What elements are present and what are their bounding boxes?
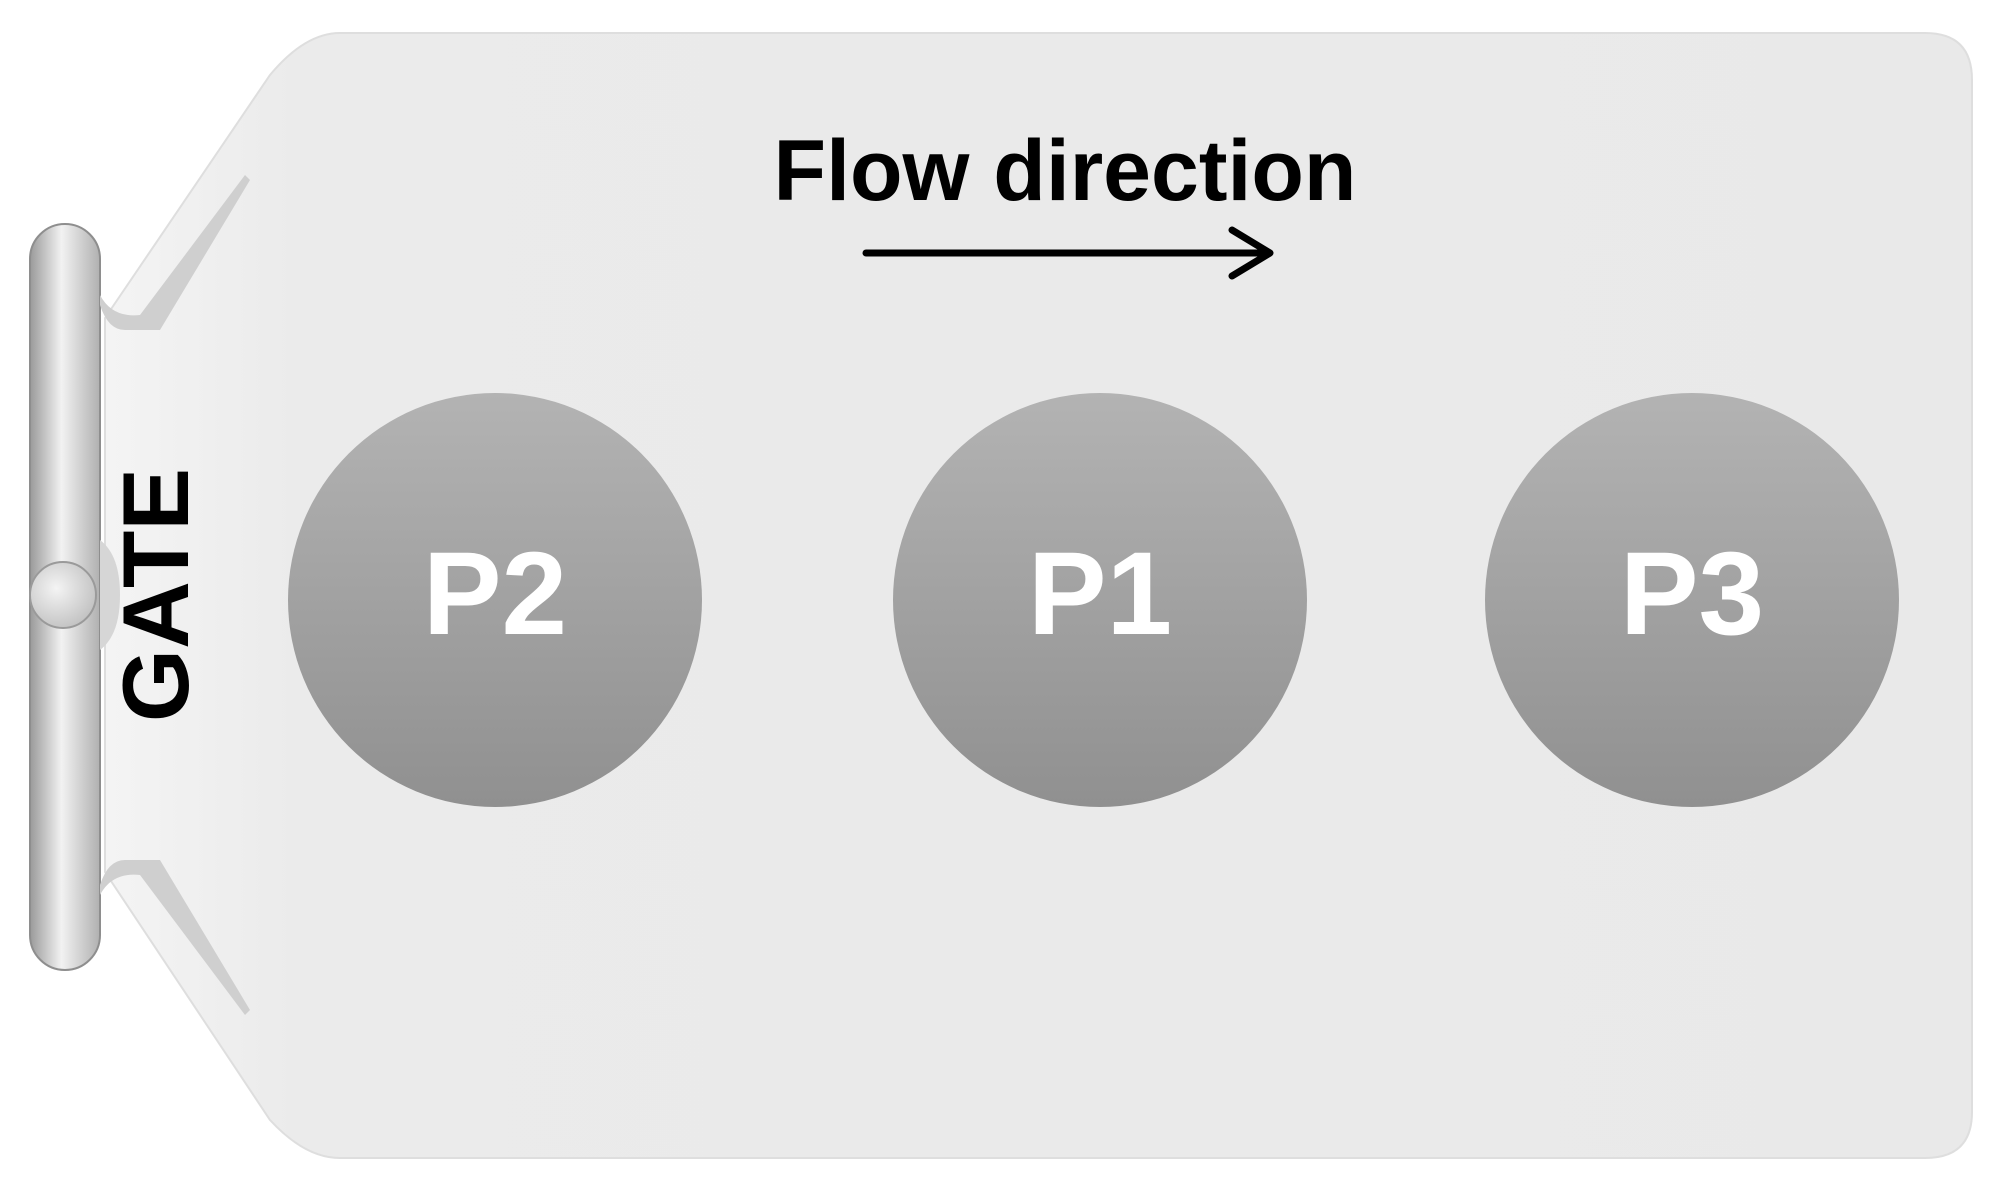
flow-direction-label: Flow direction — [774, 123, 1357, 219]
point-p3-disc — [1485, 393, 1899, 807]
point-p2-label: P2 — [423, 528, 567, 660]
point-p3-label: P3 — [1620, 528, 1764, 660]
right-arrow-icon — [862, 226, 1274, 280]
point-p2: P2 — [288, 393, 702, 807]
gate-label: GATE — [103, 468, 208, 722]
point-p1-disc — [893, 393, 1307, 807]
point-p1: P1 — [893, 393, 1307, 807]
point-p3: P3 — [1485, 393, 1899, 807]
point-p1-label: P1 — [1028, 528, 1172, 660]
gate-knob — [29, 561, 97, 629]
point-p2-disc — [288, 393, 702, 807]
